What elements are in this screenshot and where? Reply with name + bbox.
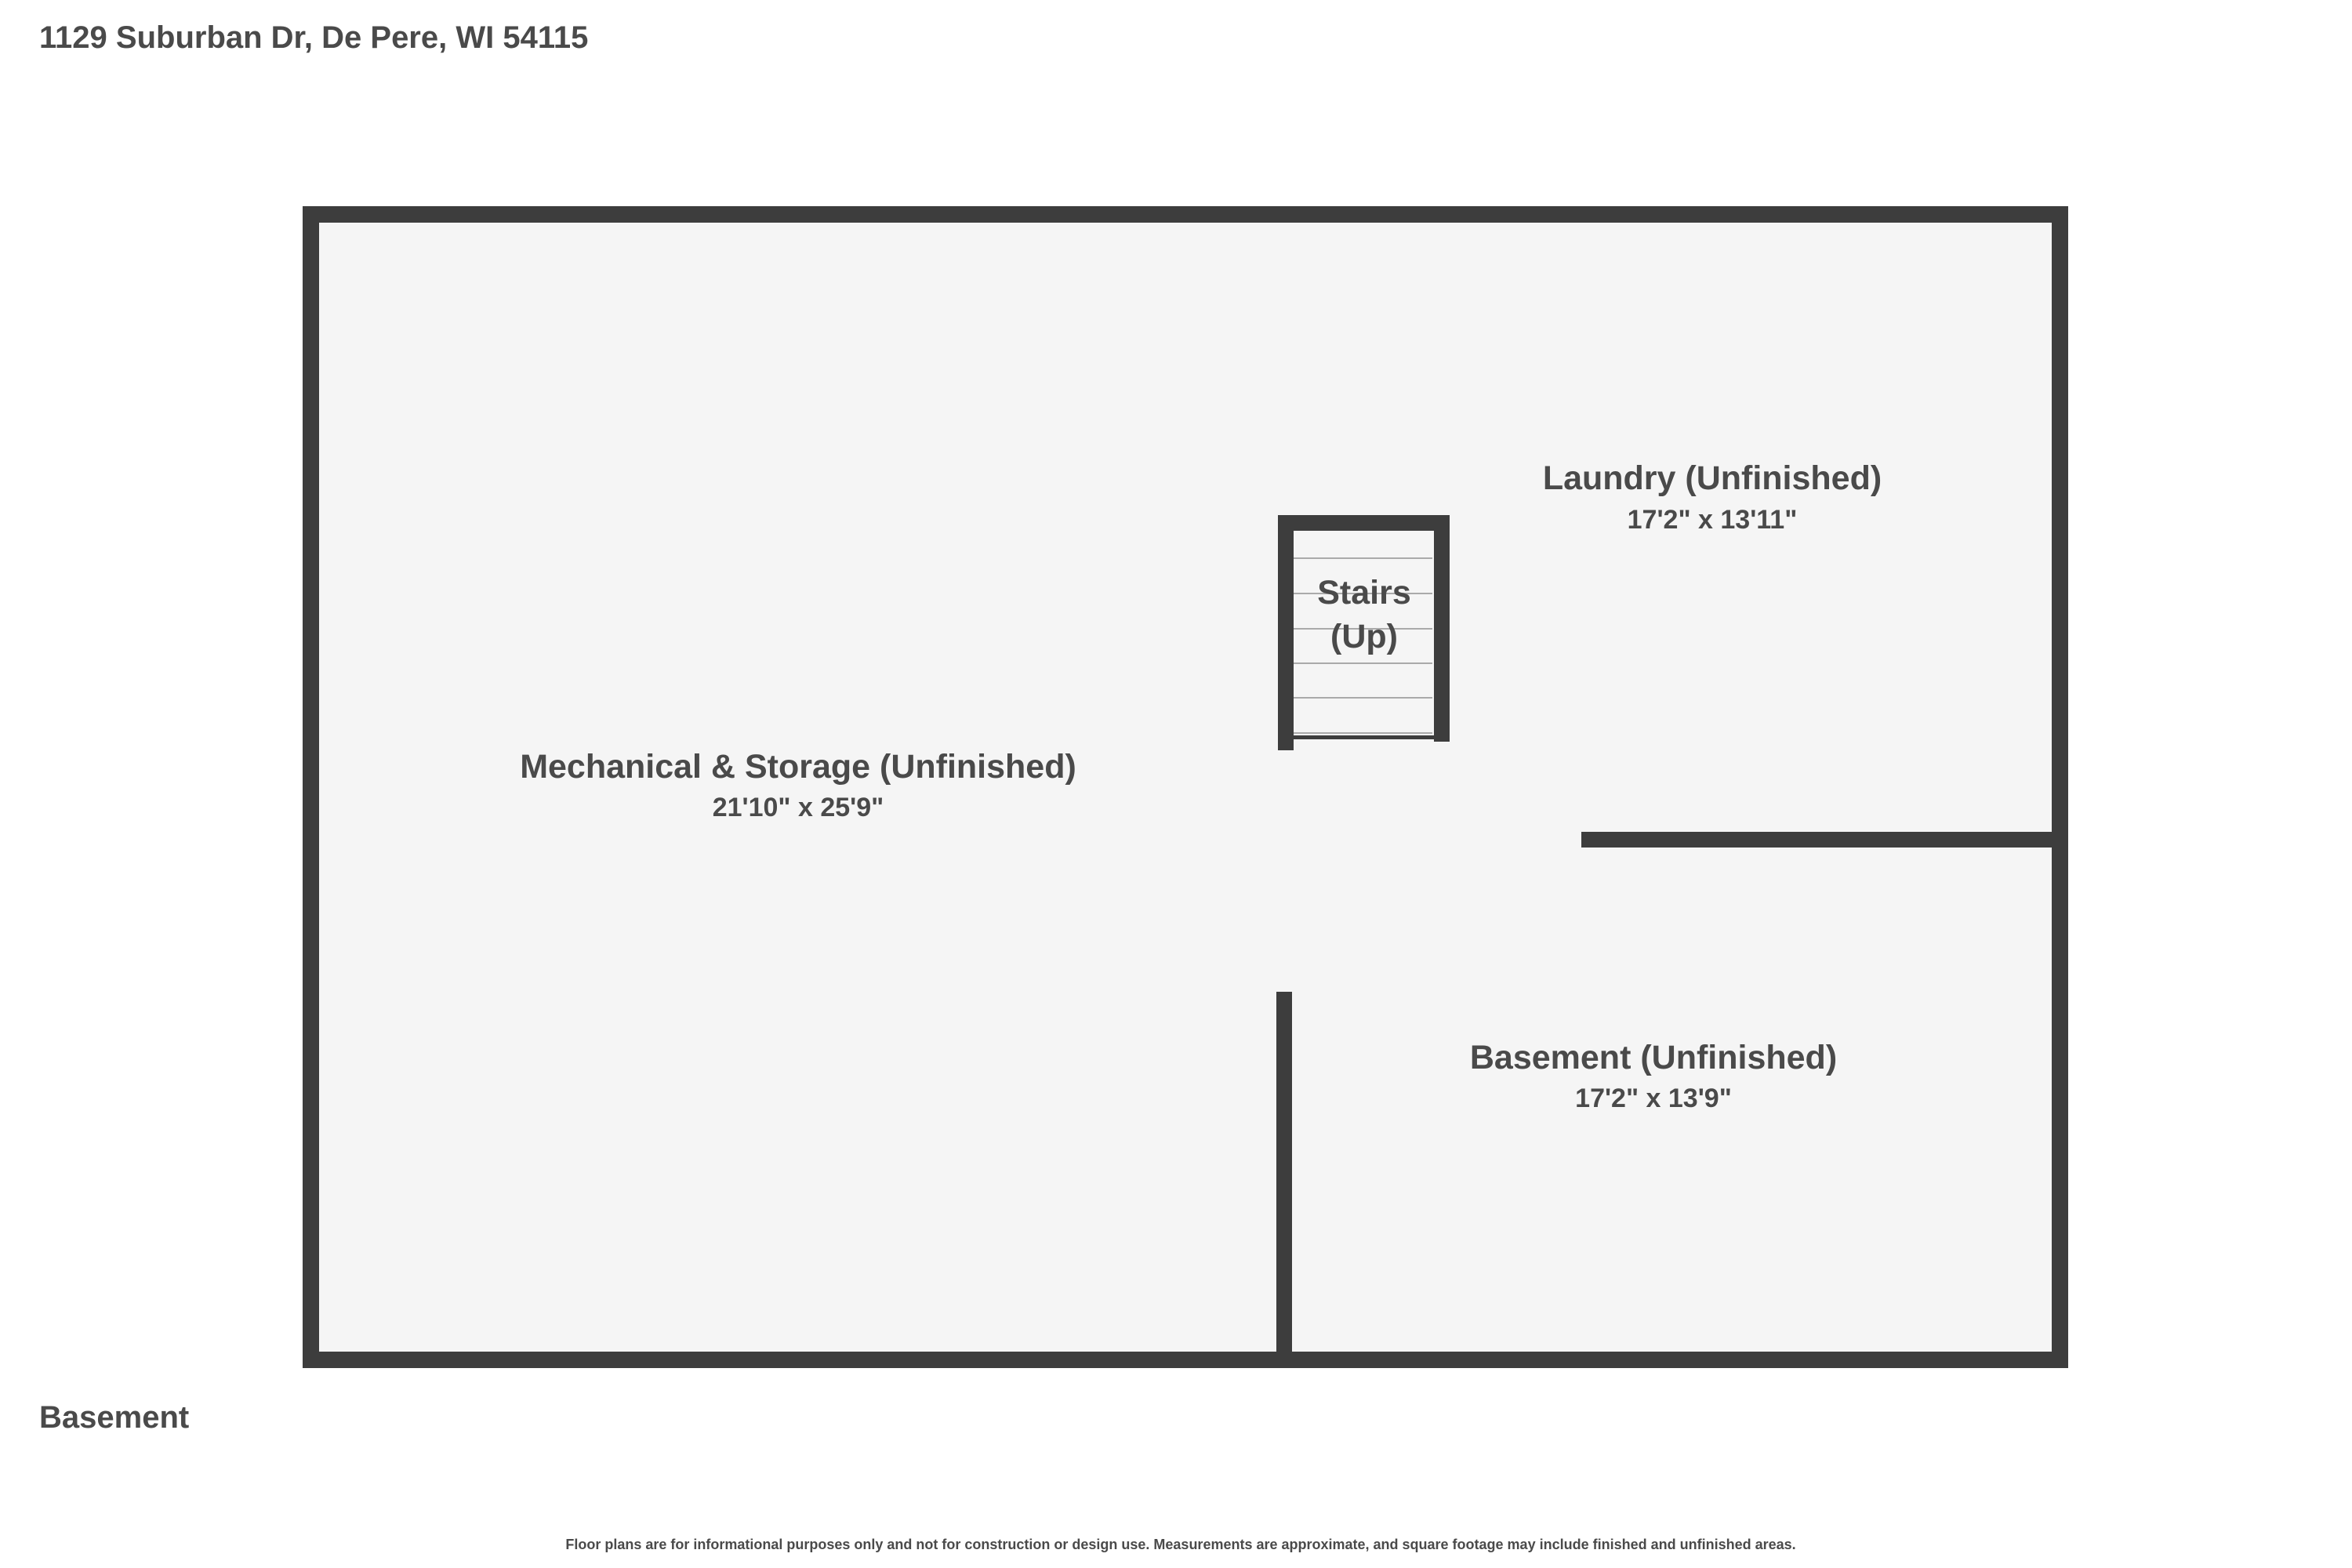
floor-area — [313, 216, 2058, 1358]
room-basement: Basement (Unfinished) 17'2" x 13'9" — [1470, 1039, 1837, 1113]
stairs-label-line1: Stairs — [1317, 574, 1411, 612]
disclaimer-text: Floor plans are for informational purpos… — [565, 1537, 1796, 1552]
room-mechanical-storage: Mechanical & Storage (Unfinished) 21'10"… — [520, 748, 1076, 822]
wall-bottom — [303, 1352, 2068, 1368]
room-dimensions: 17'2" x 13'11" — [1628, 505, 1798, 535]
stair-walls — [1278, 515, 1450, 750]
stair-wall-bottom — [1294, 735, 1434, 739]
stairs-label-line2: (Up) — [1330, 618, 1398, 655]
property-address: 1129 Suburban Dr, De Pere, WI 54115 — [39, 20, 589, 55]
stair-wall-left — [1278, 515, 1294, 750]
wall-left — [303, 206, 319, 1368]
room-name: Laundry (Unfinished) — [1543, 459, 1882, 497]
interior-walls — [1276, 832, 2055, 1359]
room-name: Mechanical & Storage (Unfinished) — [520, 748, 1076, 786]
wall-top — [303, 206, 2068, 223]
stair-treads — [1294, 557, 1432, 734]
wall-right — [2052, 206, 2068, 1368]
wall-basement-left — [1276, 992, 1292, 1359]
stairs: Stairs (Up) — [1278, 515, 1450, 750]
room-dimensions: 21'10" x 25'9" — [713, 793, 884, 822]
exterior-walls — [303, 206, 2068, 1368]
room-laundry: Laundry (Unfinished) 17'2" x 13'11" — [1543, 459, 1882, 535]
floor-name: Basement — [39, 1400, 190, 1435]
room-name: Basement (Unfinished) — [1470, 1039, 1837, 1076]
room-dimensions: 17'2" x 13'9" — [1575, 1083, 1732, 1113]
stair-wall-top — [1278, 515, 1450, 531]
wall-laundry-basement-divider — [1581, 832, 2055, 848]
stair-wall-right — [1434, 515, 1450, 742]
